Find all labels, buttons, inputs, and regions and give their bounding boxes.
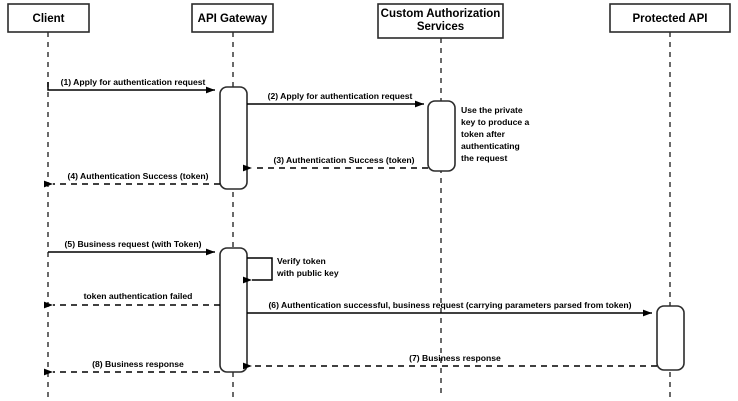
participant-label-protected-api: Protected API — [633, 13, 708, 25]
participant-api-gateway[interactable]: API Gateway — [191, 3, 274, 33]
activations-group — [219, 86, 685, 373]
message-8-label: (8) Business response — [92, 359, 184, 369]
participant-box-api-gateway[interactable] — [191, 3, 274, 33]
message-2[interactable]: (2) Apply for authentication request — [247, 91, 424, 108]
message-5[interactable]: (5) Business request (with Token) — [48, 239, 215, 256]
participant-headers-group: Client API Gateway Custom Authorization … — [7, 3, 731, 39]
note-private-key-line-3: token after — [461, 129, 506, 139]
participant-label-custom-authorization-services-line2: Services — [417, 21, 464, 33]
message-2-label: (2) Apply for authentication request — [268, 91, 413, 101]
activation-custom-authorization-services-1 — [427, 100, 456, 172]
message-3[interactable]: (3) Authentication Success (token) — [243, 155, 428, 172]
activation-protected-api-1 — [656, 305, 685, 371]
message-1-label: (1) Apply for authentication request — [61, 77, 206, 87]
participant-custom-authorization-services[interactable]: Custom Authorization Services — [377, 3, 504, 39]
message-3-label: (3) Authentication Success (token) — [273, 155, 414, 165]
note-private-key-line-4: authenticating — [461, 141, 520, 151]
note-private-key-line-2: key to produce a — [461, 117, 530, 127]
activation-api-gateway-1 — [219, 86, 248, 190]
message-self-verify-token[interactable]: Verify token with public key — [243, 256, 339, 284]
message-self-verify-token-label-line1: Verify token — [277, 256, 326, 266]
message-5-label: (5) Business request (with Token) — [65, 239, 202, 249]
note-private-key-line-5: the request — [461, 153, 507, 163]
message-4-label: (4) Authentication Success (token) — [67, 171, 208, 181]
activation-api-gateway-2 — [219, 247, 248, 373]
message-1-arrow[interactable] — [47, 82, 215, 94]
messages-group: (1) Apply for authentication request (2)… — [44, 77, 657, 376]
participant-box-protected-api[interactable] — [609, 3, 731, 33]
note-private-key: Use the private key to produce a token a… — [461, 105, 530, 163]
message-self-verify-token-label-line2: with public key — [276, 268, 339, 278]
message-6-label: (6) Authentication successful, business … — [268, 300, 631, 310]
message-7[interactable]: (7) Business response — [243, 353, 657, 370]
message-token-authentication-failed[interactable]: token authentication failed — [44, 291, 220, 309]
participant-label-api-gateway: API Gateway — [198, 13, 268, 25]
participant-client[interactable]: Client — [7, 3, 90, 33]
message-8[interactable]: (8) Business response — [44, 359, 220, 376]
message-token-authentication-failed-label: token authentication failed — [84, 291, 193, 301]
participant-box-client[interactable] — [7, 3, 90, 33]
message-7-label: (7) Business response — [409, 353, 501, 363]
message-self-verify-token-arrow[interactable] — [243, 257, 273, 284]
participant-protected-api[interactable]: Protected API — [609, 3, 731, 33]
message-1[interactable]: (1) Apply for authentication request — [47, 77, 215, 94]
participant-box-custom-authorization-services[interactable] — [377, 3, 504, 39]
note-private-key-line-1: Use the private — [461, 105, 523, 115]
message-6[interactable]: (6) Authentication successful, business … — [247, 300, 652, 317]
participant-label-client: Client — [33, 13, 65, 25]
message-4[interactable]: (4) Authentication Success (token) — [44, 171, 220, 188]
participant-label-custom-authorization-services-line1: Custom Authorization — [381, 8, 501, 20]
